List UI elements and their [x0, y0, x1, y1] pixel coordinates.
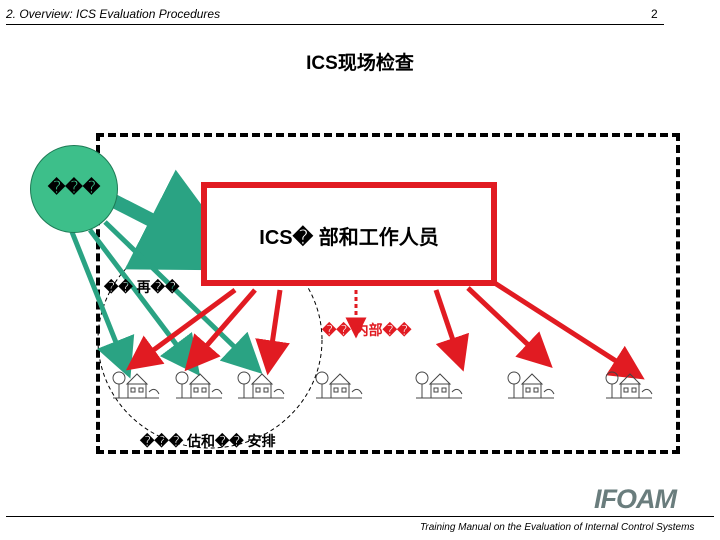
red-arrow-farm-7 — [488, 277, 645, 380]
farm-house-icon — [605, 371, 653, 399]
farm-house-icon — [112, 371, 160, 399]
circle-to-box-arrow — [108, 169, 250, 271]
header-divider — [6, 24, 664, 25]
red-arrow-farm-1 — [125, 287, 237, 371]
farm-house-icon — [415, 371, 463, 399]
renew-label: �� 再�� — [104, 279, 180, 295]
ifoam-logo: IFOAM — [594, 484, 677, 514]
source-circle-label: ��� — [47, 178, 101, 197]
internal-inspection-label: �� 内部�� — [322, 322, 412, 338]
red-arrow-farm-2 — [184, 288, 257, 372]
farm-house-icon — [315, 371, 363, 399]
farm-house-icon — [237, 371, 285, 399]
farm-house-icon — [507, 371, 555, 399]
source-circle — [30, 145, 118, 233]
green-arrow-farm-1 — [69, 231, 135, 379]
ics-box — [201, 182, 497, 286]
red-arrow-farm-3 — [255, 289, 290, 376]
evaluation-label: ��� 估和�� 安排 — [140, 433, 276, 449]
slide-title: ICS现场检查 — [306, 53, 414, 74]
red-arrow-farm-5 — [433, 289, 469, 372]
footer-text: Training Manual on the Evaluation of Int… — [420, 522, 695, 533]
header-title: 2. Overview: ICS Evaluation Procedures — [6, 7, 221, 21]
farm-house-icon — [175, 371, 223, 399]
farm-houses — [112, 371, 653, 399]
ics-box-label: ICS� 部和工作人员 — [259, 227, 439, 249]
red-arrow-farm-6 — [466, 286, 553, 369]
green-arrow-farm-3 — [103, 220, 263, 374]
footer-divider — [6, 516, 714, 517]
page-number: 2 — [651, 7, 658, 21]
